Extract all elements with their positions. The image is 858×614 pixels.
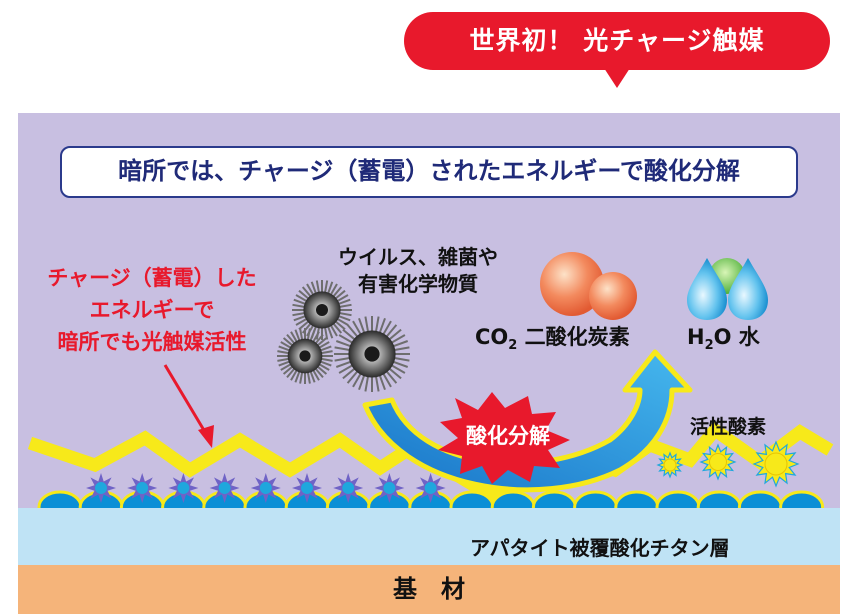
spiky-star-icon xyxy=(86,473,116,503)
sun-burst-icon xyxy=(699,443,737,481)
h2o-subscript: 2 xyxy=(704,338,714,354)
charge-note: チャージ（蓄電）した エネルギーで 暗所でも光触媒活性 xyxy=(22,262,282,358)
title-box: 暗所では、チャージ（蓄電）されたエネルギーで酸化分解 xyxy=(60,146,798,198)
spiky-star-icon xyxy=(292,473,322,503)
virus-icon xyxy=(334,316,410,392)
co2-molecule-icon xyxy=(540,252,637,320)
h2o-name: 水 xyxy=(731,325,760,349)
decomposition-label: 酸化分解 xyxy=(466,424,550,448)
co2-subscript: 2 xyxy=(508,338,518,354)
title-text: 暗所では、チャージ（蓄電）されたエネルギーで酸化分解 xyxy=(118,157,740,185)
sun-burst-icon xyxy=(656,451,684,479)
substrate: 基 材 xyxy=(18,565,840,614)
charge-note-line-2: エネルギーで xyxy=(89,298,215,322)
active-oxygen-label: 活性酸素 xyxy=(690,416,767,438)
h2o-o: O xyxy=(713,325,732,349)
virus-label-line-1: ウイルス、雑菌や xyxy=(338,245,498,269)
base-label: 基 材 xyxy=(393,575,465,603)
co2-label: CO2 二酸化炭素 xyxy=(475,321,630,353)
virus-label-line-2: 有害化学物質 xyxy=(358,272,478,296)
explosion-burst-icon xyxy=(438,392,570,484)
virus-icon xyxy=(292,280,352,340)
charge-note-line-3: 暗所でも光触媒活性 xyxy=(57,330,247,354)
co2-name: 二酸化炭素 xyxy=(517,325,630,349)
water-molecule-icon xyxy=(687,258,768,320)
spiky-star-icon xyxy=(209,473,240,503)
virus-label: ウイルス、雑菌や 有害化学物質 xyxy=(318,244,518,298)
coating-label: アパタイト被覆酸化チタン層 xyxy=(470,536,730,560)
spiky-star-icon xyxy=(127,473,158,503)
spiky-star-icon xyxy=(168,473,199,503)
headline-bubble: 世界初！ 光チャージ触媒 xyxy=(404,12,830,70)
spiky-star-icon xyxy=(374,473,405,503)
spiky-star-icon xyxy=(250,473,281,503)
coating-layer xyxy=(18,508,840,565)
red-pointer-arrow-icon xyxy=(163,364,214,448)
h2o-h: H xyxy=(687,325,705,349)
headline-bubble-tail xyxy=(604,68,630,88)
charged-energy-stars xyxy=(86,473,446,503)
h2o-label: H2O 水 xyxy=(687,321,760,353)
headline-text: 世界初！ 光チャージ触媒 xyxy=(469,26,765,55)
charge-note-line-1: チャージ（蓄電）した xyxy=(47,266,257,290)
virus-cluster xyxy=(277,280,410,392)
active-oxygen-suns xyxy=(656,440,800,488)
virus-icon xyxy=(277,328,333,384)
spiky-star-icon xyxy=(415,473,446,503)
spiky-star-icon xyxy=(333,473,364,503)
co2-formula: CO xyxy=(475,325,509,349)
sun-burst-icon xyxy=(752,440,800,488)
